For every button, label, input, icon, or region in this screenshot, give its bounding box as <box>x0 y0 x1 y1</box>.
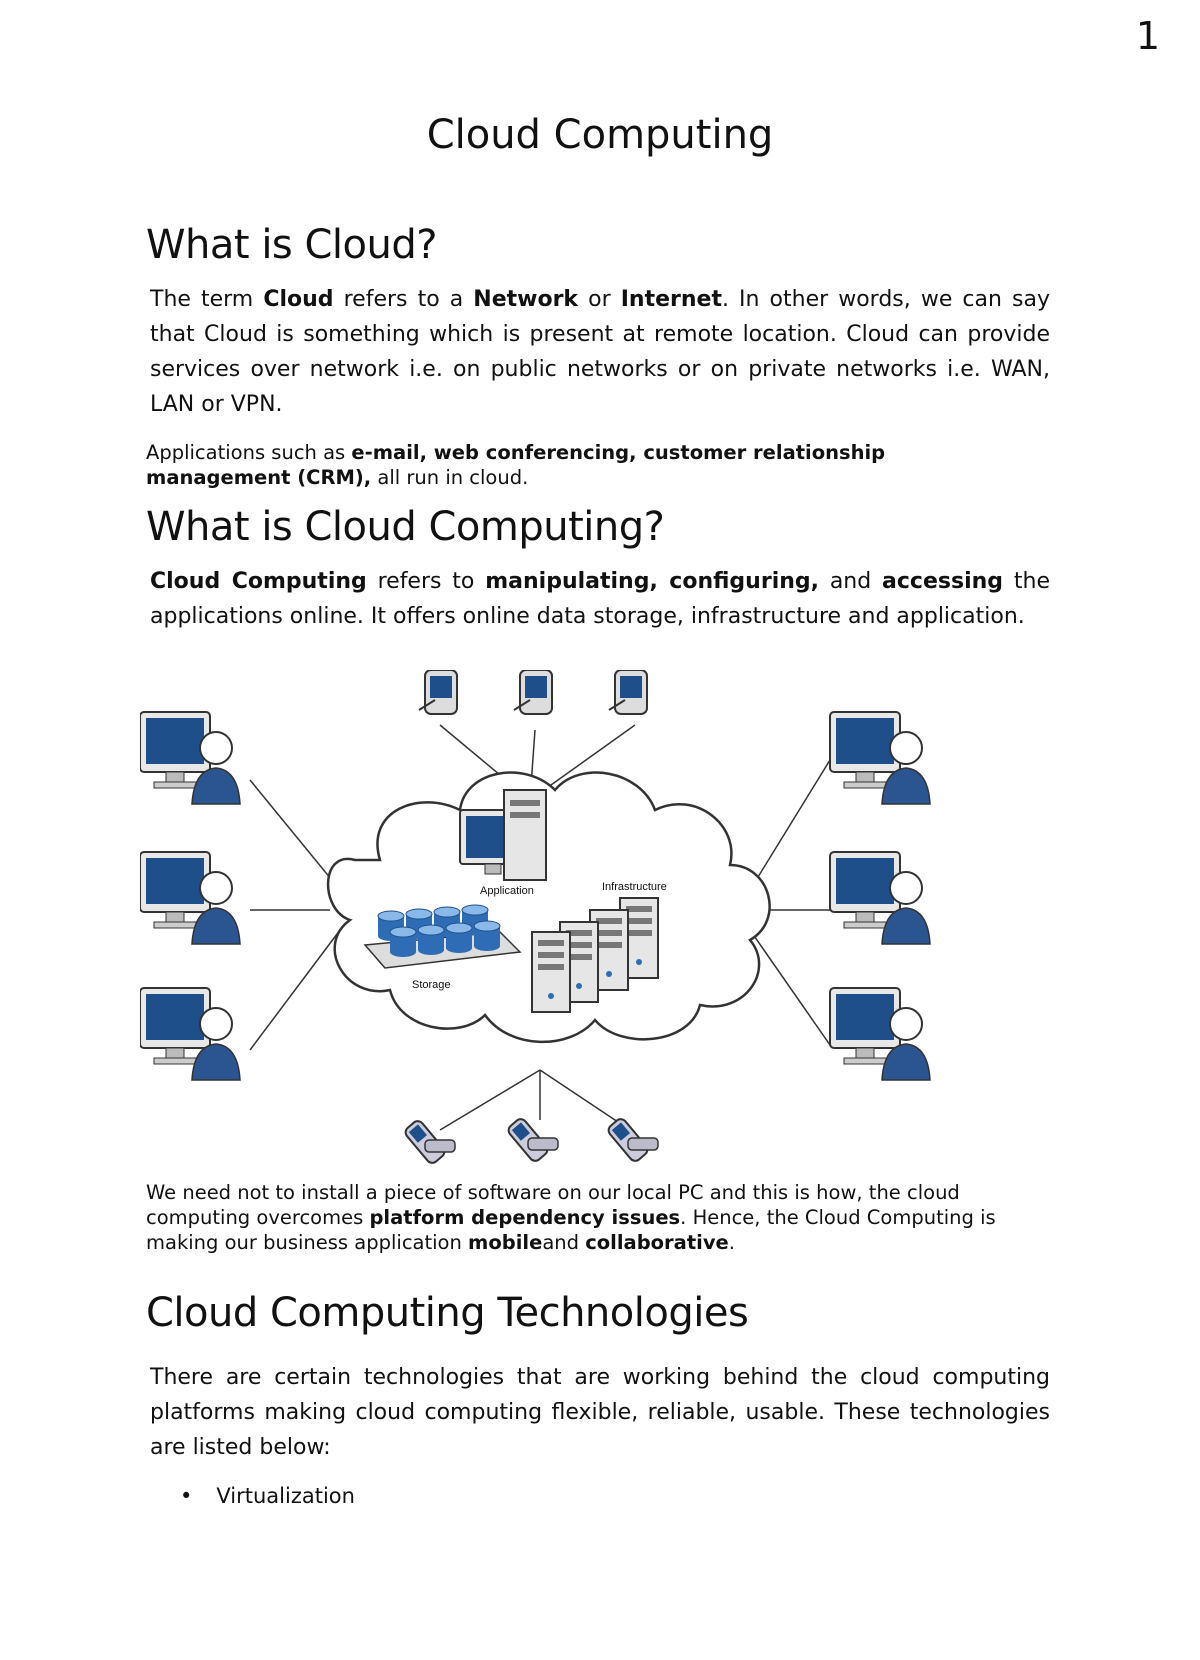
list-item: Virtualization <box>180 1484 355 1508</box>
storage-icon <box>363 904 522 969</box>
pda-icon <box>418 670 458 715</box>
heading-what-is-cloud-computing: What is Cloud Computing? <box>146 504 665 550</box>
workstation-icon <box>140 987 241 1081</box>
pda-icon <box>608 670 648 715</box>
label-application: Application <box>480 885 534 897</box>
heading-what-is-cloud: What is Cloud? <box>146 222 437 268</box>
page-title: Cloud Computing <box>426 112 774 158</box>
pda-icon <box>513 670 553 715</box>
heading-cloud-computing-technologies: Cloud Computing Technologies <box>146 1290 749 1336</box>
paragraph-platform-independence: We need not to install a piece of softwa… <box>146 1181 996 1254</box>
cloud-computing-diagram: Application Infrastructure Storage <box>140 670 931 1167</box>
workstation-icon <box>829 711 931 805</box>
page-number: 1 <box>1135 14 1160 58</box>
paragraph-cloud-definition: The term Cloud refers to a Network or In… <box>150 287 1050 417</box>
workstation-icon <box>829 851 931 945</box>
workstation-icon <box>140 851 241 945</box>
mobile-phone-icon <box>505 1115 559 1165</box>
label-storage: Storage <box>412 979 451 991</box>
paragraph-cloud-computing-definition: Cloud Computing refers to manipulating, … <box>150 569 1050 629</box>
workstation-icon <box>140 711 241 805</box>
label-infrastructure: Infrastructure <box>602 881 667 893</box>
application-icon <box>459 789 547 881</box>
connection-lines <box>249 724 831 1131</box>
paragraph-technologies-intro: There are certain technologies that are … <box>150 1365 1050 1460</box>
technology-list: Virtualization <box>180 1484 355 1508</box>
workstation-icon <box>829 987 931 1081</box>
paragraph-cloud-applications: Applications such as e-mail, web confere… <box>146 441 886 489</box>
mobile-phone-icon <box>605 1115 659 1165</box>
cloud-shape <box>326 771 771 1044</box>
